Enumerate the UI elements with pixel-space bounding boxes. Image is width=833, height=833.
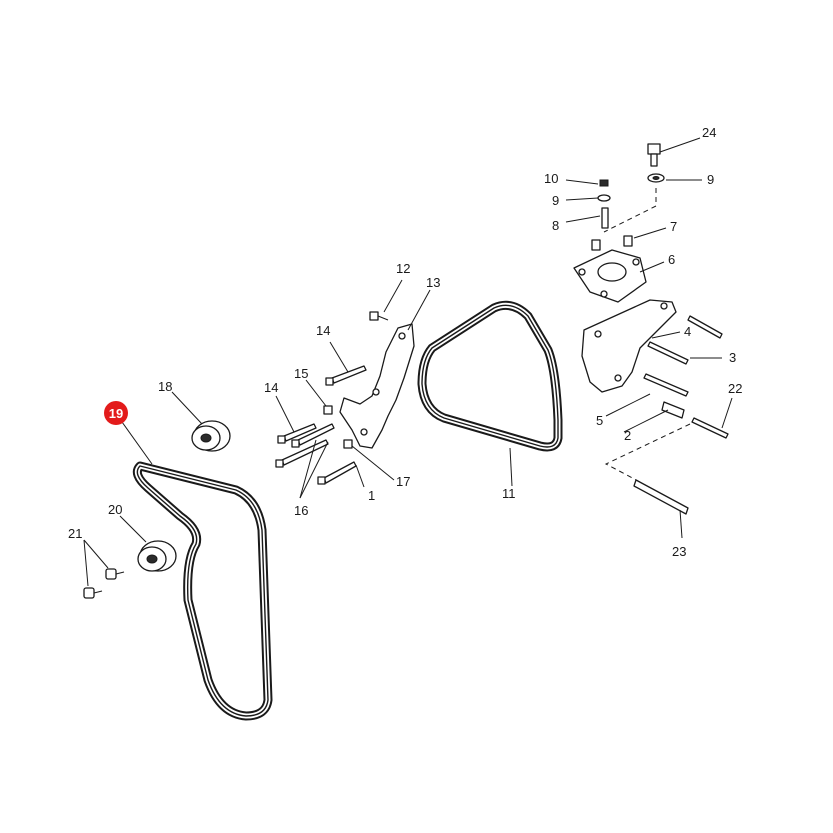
callout-14b: 14 <box>264 380 278 395</box>
callout-24: 24 <box>702 125 716 140</box>
callout-20: 20 <box>108 502 122 517</box>
callout-18: 18 <box>158 379 172 394</box>
bolt-21b[interactable] <box>83 587 103 599</box>
bolt-24[interactable] <box>647 143 661 167</box>
bolt-16a[interactable] <box>291 423 335 448</box>
callout-16: 16 <box>294 503 308 518</box>
bolt-7b[interactable] <box>591 239 601 251</box>
callout-14a: 14 <box>316 323 330 338</box>
callout-21: 21 <box>68 526 82 541</box>
bolt-12[interactable] <box>369 311 389 321</box>
nut-10[interactable] <box>599 179 609 187</box>
mounting-bracket-5[interactable] <box>581 299 677 393</box>
callout-11: 11 <box>502 486 516 501</box>
spacer-17[interactable] <box>343 439 353 449</box>
bolt-21a[interactable] <box>105 568 125 580</box>
alignment-line-bottom <box>604 423 691 483</box>
callout-12: 12 <box>396 261 410 276</box>
washer-9a[interactable] <box>597 194 611 202</box>
spacer-15[interactable] <box>323 405 333 415</box>
bolt-1[interactable] <box>317 461 357 485</box>
callout-7: 7 <box>670 219 677 234</box>
bolt-16b[interactable] <box>275 439 329 468</box>
callout-15: 15 <box>294 366 308 381</box>
callout-19-highlighted[interactable]: 19 <box>104 401 128 425</box>
callout-13: 13 <box>426 275 440 290</box>
callout-3: 3 <box>729 350 736 365</box>
bolt-3[interactable] <box>687 315 723 339</box>
bolt-4[interactable] <box>647 341 689 365</box>
callout-4: 4 <box>684 324 691 339</box>
bolt-5[interactable] <box>643 373 689 397</box>
belt-11[interactable] <box>417 300 563 452</box>
bolt-22[interactable] <box>691 417 729 439</box>
callout-8: 8 <box>552 218 559 233</box>
alignment-line-top <box>603 188 657 233</box>
mounting-plate-6[interactable] <box>573 249 647 303</box>
callout-5: 5 <box>596 413 603 428</box>
pulley-18[interactable] <box>191 420 231 452</box>
callout-9b: 9 <box>707 172 714 187</box>
callout-22: 22 <box>728 381 742 396</box>
bolt-7[interactable] <box>623 235 633 247</box>
callout-6: 6 <box>668 252 675 267</box>
tensioner-pulley-20[interactable] <box>137 540 177 572</box>
spacer-2[interactable] <box>661 401 685 419</box>
bracket-13[interactable] <box>339 323 415 449</box>
belt-19[interactable] <box>132 461 273 721</box>
highlight-badge <box>104 401 128 425</box>
callout-10: 10 <box>544 171 558 186</box>
callout-17: 17 <box>396 474 410 489</box>
leader-lines <box>83 137 733 587</box>
callout-9a: 9 <box>552 193 559 208</box>
callout-19: 19 <box>109 406 123 421</box>
bolt-14b[interactable] <box>277 423 317 444</box>
stud-8[interactable] <box>601 207 609 229</box>
stud-23[interactable] <box>633 479 689 515</box>
callout-2: 2 <box>624 428 631 443</box>
callout-1: 1 <box>368 488 375 503</box>
washer-9b[interactable] <box>647 173 665 183</box>
callout-23: 23 <box>672 544 686 559</box>
bolt-14a[interactable] <box>325 365 367 386</box>
